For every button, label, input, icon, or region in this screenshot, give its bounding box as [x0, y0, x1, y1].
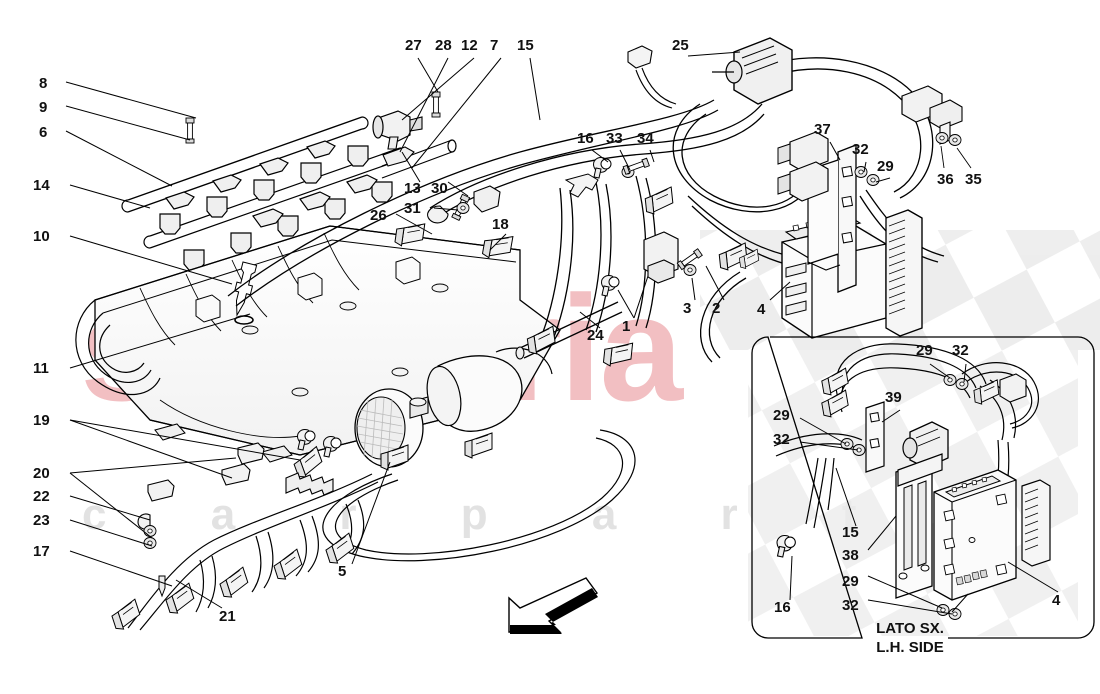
callout-5: 5: [338, 563, 347, 580]
callout-33: 33: [606, 130, 623, 147]
callout-8: 8: [39, 75, 48, 92]
small-hardware-left: [137, 442, 265, 598]
sensor-cable-loop: [322, 429, 636, 562]
harness-bellows: [285, 472, 334, 496]
callout-29: 29: [877, 158, 894, 175]
callout-38: 38: [842, 547, 859, 564]
callout-6: 6: [39, 124, 48, 141]
callout-36: 36: [937, 171, 954, 188]
callout-35: 35: [965, 171, 982, 188]
callout-27: 27: [405, 37, 422, 54]
inset-title-line1: LATO SX.: [876, 620, 944, 637]
harness-grommet-25: [712, 37, 793, 105]
bolt-27: [431, 91, 441, 118]
canister-1: [643, 231, 679, 284]
callout-1: 1: [622, 318, 631, 335]
washer-3: [683, 264, 697, 276]
callout-29: 29: [842, 573, 859, 590]
callout-32: 32: [842, 597, 859, 614]
callout-24: 24: [587, 327, 604, 344]
callout-14: 14: [33, 177, 50, 194]
callout-19: 19: [33, 412, 50, 429]
bolt-34: [622, 157, 650, 175]
callout-12: 12: [461, 37, 478, 54]
inset-mating-connector: [1021, 479, 1051, 567]
direction-arrow: [508, 577, 599, 634]
callout-25: 25: [672, 37, 689, 54]
harness-clamp-2: [323, 436, 342, 458]
bracket-under-clamp: [564, 173, 599, 198]
inset-title: LATO SX. L.H. SIDE: [862, 620, 958, 658]
inset-mounting-plate-38: [895, 459, 933, 599]
callout-3: 3: [683, 300, 692, 317]
callout-31: 31: [404, 200, 421, 217]
callout-20: 20: [33, 465, 50, 482]
callout-17: 17: [33, 543, 50, 560]
callout-4: 4: [757, 301, 766, 318]
harness-tail-connector: [627, 45, 677, 109]
washer-35: [948, 134, 962, 146]
callout-29: 29: [773, 407, 790, 424]
bracket-28: [382, 146, 415, 167]
callout-15: 15: [842, 524, 859, 541]
callout-11: 11: [33, 360, 49, 377]
washer-36: [935, 132, 949, 144]
fuel-pressure-damper: [372, 110, 423, 150]
clip-1: [601, 275, 620, 297]
callout-15: 15: [517, 37, 534, 54]
inset-washer-29-top: [943, 374, 957, 386]
washer-31: [456, 202, 470, 214]
leader-lines: [65, 51, 1059, 615]
clip-31: [427, 205, 449, 224]
callout-32: 32: [773, 431, 790, 448]
callout-21: 21: [219, 608, 236, 625]
callout-23: 23: [33, 512, 50, 529]
callout-37: 37: [814, 121, 831, 138]
cable-clamp-16: [593, 157, 612, 179]
callout-32: 32: [952, 342, 969, 359]
callout-4: 4: [1052, 592, 1061, 609]
ecu-mating-connector: [885, 209, 923, 337]
callout-32: 32: [852, 141, 869, 158]
callout-34: 34: [637, 130, 654, 147]
callout-16: 16: [774, 599, 791, 616]
inset-box-lh-side: [751, 336, 1095, 639]
callout-30: 30: [431, 180, 448, 197]
callout-29: 29: [916, 342, 933, 359]
callout-7: 7: [490, 37, 499, 54]
callout-39: 39: [885, 389, 902, 406]
relay-block-left: [777, 131, 829, 202]
callout-22: 22: [33, 488, 50, 505]
callout-28: 28: [435, 37, 452, 54]
connector-mid-2: [602, 339, 634, 369]
inset-bracket-39: [865, 401, 885, 473]
inset-title-line2: L.H. SIDE: [876, 638, 944, 656]
callout-16: 16: [577, 130, 594, 147]
inset-contents: [773, 343, 1051, 620]
inset-washer-32-top: [955, 378, 969, 390]
callout-26: 26: [370, 207, 387, 224]
callout-13: 13: [404, 180, 421, 197]
fuel-rail-assembly: [121, 116, 407, 271]
inset-ecu-4: [933, 469, 1017, 601]
callout-10: 10: [33, 228, 50, 245]
callout-18: 18: [492, 216, 509, 233]
splice-18: [473, 185, 501, 213]
callout-2: 2: [712, 300, 721, 317]
washer-29: [866, 174, 880, 186]
callout-9: 9: [39, 99, 48, 116]
